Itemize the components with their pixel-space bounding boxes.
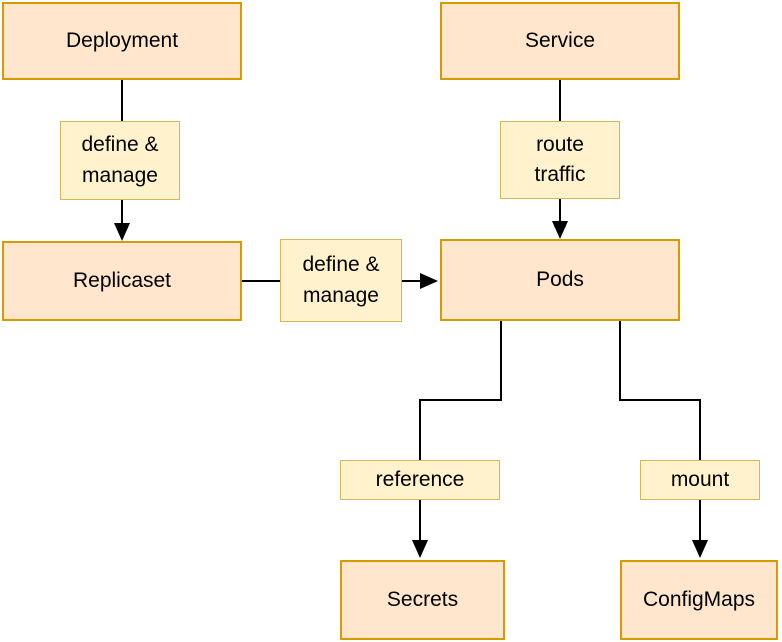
edge-pods-secrets [412, 321, 502, 558]
edge-label-mount: mount [640, 460, 760, 500]
node-secrets: Secrets [340, 560, 505, 640]
node-configmaps: ConfigMaps [620, 560, 778, 640]
edge-label-define-manage-mid: define & manage [280, 239, 402, 322]
edge-label-reference: reference [340, 460, 500, 500]
node-service: Service [440, 2, 680, 80]
edge-label-route-traffic: route traffic [500, 121, 620, 199]
edge-label-define-manage-left: define & manage [60, 121, 180, 200]
node-replicaset: Replicaset [2, 241, 242, 321]
edge-pods-configmaps [619, 321, 708, 558]
node-pods: Pods [440, 239, 680, 321]
node-deployment: Deployment [2, 2, 242, 80]
